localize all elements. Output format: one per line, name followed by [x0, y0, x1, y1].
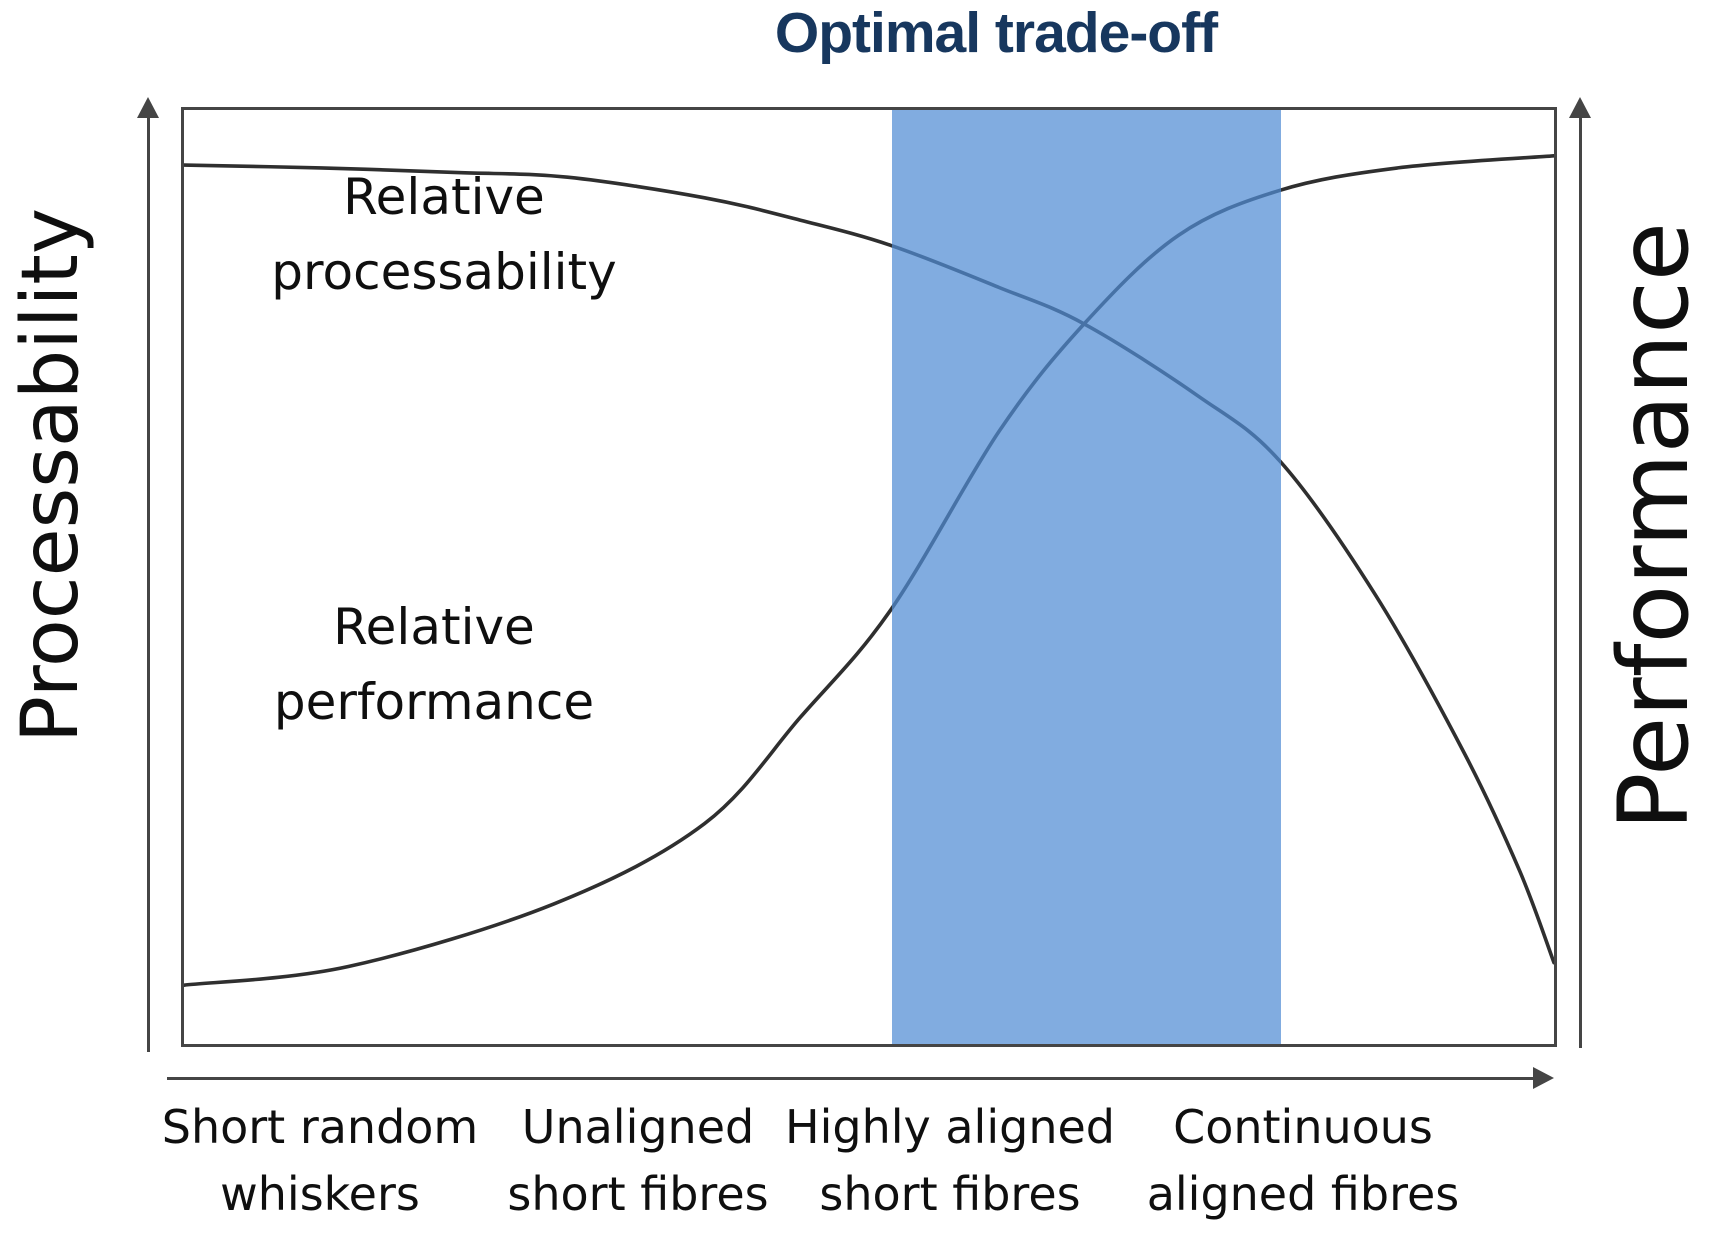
- y-axis-right-arrow-line: [1579, 114, 1582, 1048]
- x-category-line: Unaligned: [521, 1100, 755, 1154]
- optimal-tradeoff-band: [892, 110, 1282, 1044]
- processability-curve-label: Relative processability: [271, 168, 617, 301]
- y-axis-right-arrowhead-icon: [1569, 97, 1591, 118]
- x-category-continuous-aligned-fibres: Continuous aligned fibres: [1103, 1094, 1503, 1227]
- plot-area: Relative processability Relative perform…: [181, 107, 1557, 1047]
- x-category-line: Short random: [161, 1100, 479, 1154]
- x-category-short-random-whiskers: Short random whiskers: [120, 1094, 520, 1227]
- performance-curve-label: Relative performance: [273, 598, 595, 731]
- x-category-unaligned-short-fibres: Unaligned short fibres: [438, 1094, 838, 1227]
- x-category-line: aligned fibres: [1146, 1166, 1460, 1221]
- x-category-line: Continuous: [1173, 1100, 1433, 1154]
- y-axis-left-label: Processability: [6, 208, 96, 743]
- x-axis-arrow-line: [167, 1077, 1537, 1080]
- x-category-highly-aligned-short-fibres: Highly aligned short fibres: [750, 1094, 1150, 1227]
- chart-title: Optimal trade-off: [774, 1, 1218, 65]
- x-category-line: short fibres: [819, 1166, 1081, 1221]
- x-axis-arrowhead-icon: [1533, 1067, 1554, 1089]
- x-category-line: whiskers: [220, 1166, 420, 1221]
- y-axis-right-label: Performance: [1598, 222, 1709, 831]
- y-axis-left-arrow-line: [147, 114, 150, 1052]
- x-category-line: Highly aligned: [785, 1100, 1115, 1154]
- y-axis-left-arrowhead-icon: [137, 97, 159, 118]
- x-category-line: short fibres: [507, 1166, 769, 1221]
